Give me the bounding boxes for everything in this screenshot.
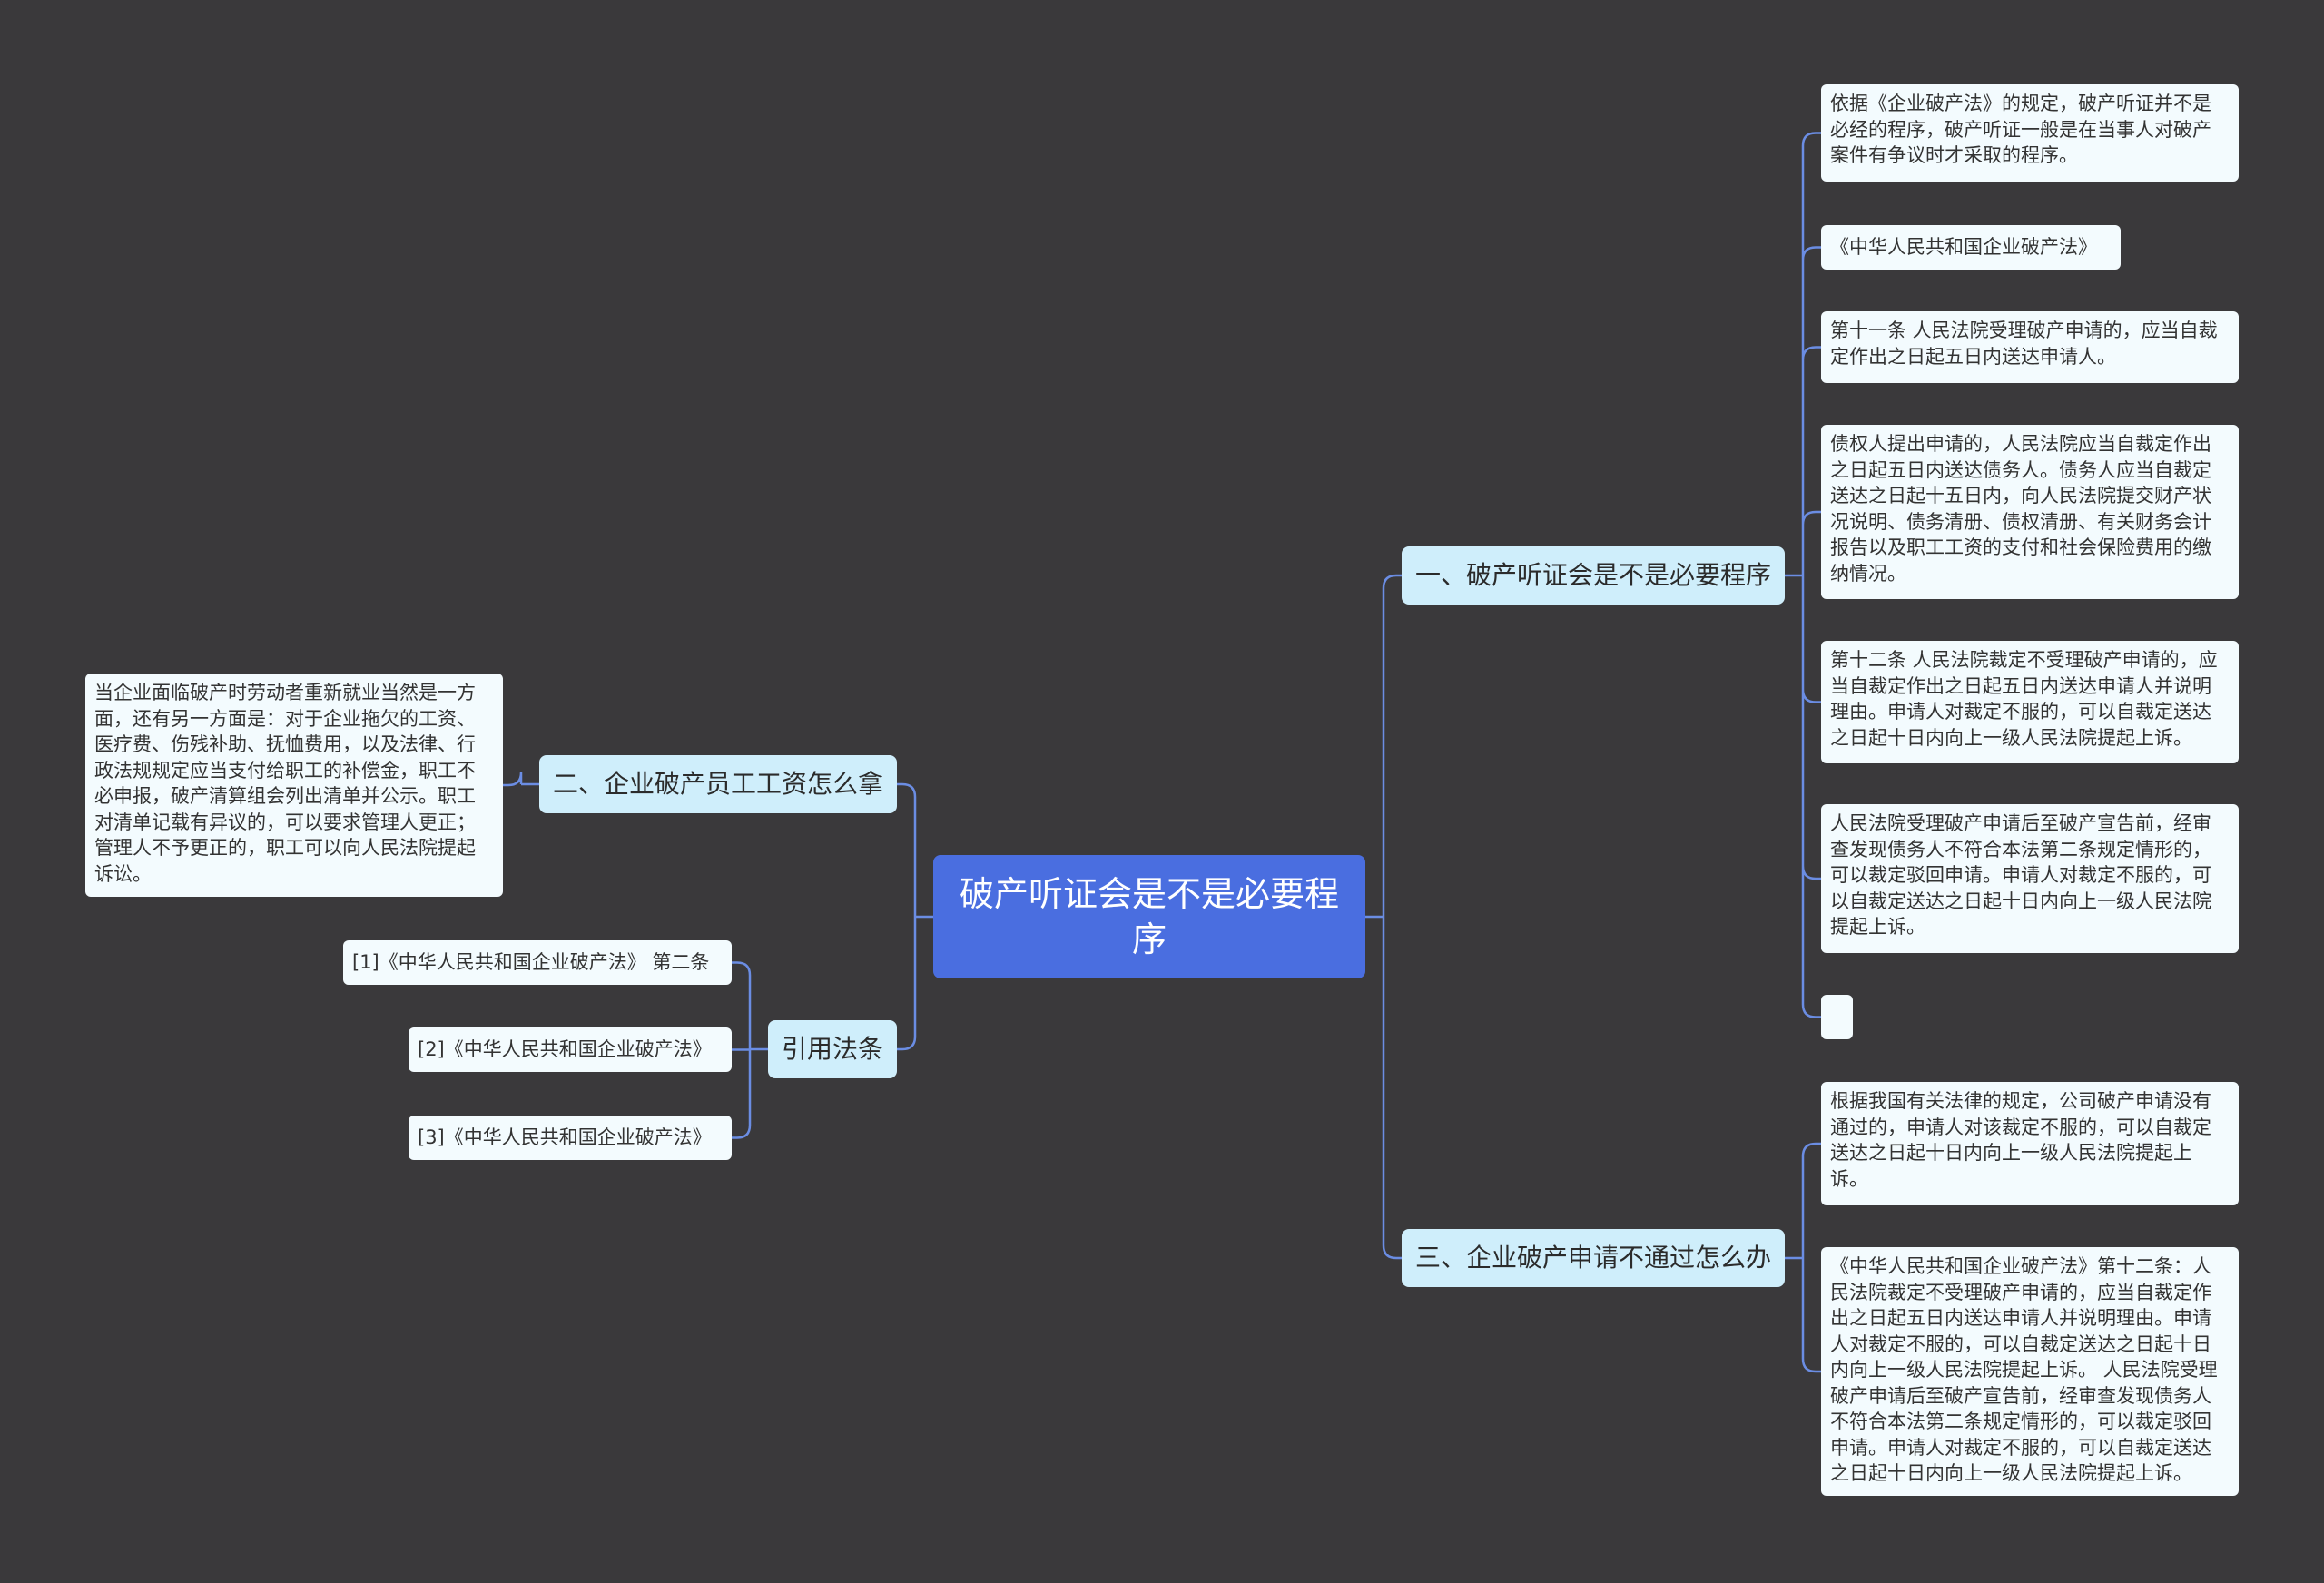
- leaf-node-3-1[interactable]: 根据我国有关法律的规定，公司破产申请没有通过的，申请人对该裁定不服的，可以自裁定…: [1821, 1082, 2239, 1205]
- leaf-node-1-6[interactable]: 人民法院受理破产申请后至破产宣告前，经审查发现债务人不符合本法第二条规定情形的，…: [1821, 804, 2239, 953]
- leaf-node-1-3[interactable]: 第十一条 人民法院受理破产申请的，应当自裁定作出之日起五日内送达申请人。: [1821, 311, 2239, 383]
- branch-node-4[interactable]: 引用法条: [768, 1020, 897, 1078]
- leaf-node-4-2[interactable]: [2]《中华人民共和国企业破产法》: [409, 1027, 732, 1072]
- leaf-node-4-1[interactable]: [1]《中华人民共和国企业破产法》 第二条: [343, 940, 732, 985]
- connector-branch-1: [1785, 132, 1821, 1018]
- branch-label: 三、企业破产申请不通过怎么办: [1414, 1243, 1771, 1273]
- branch-label: 二、企业破产员工工资怎么拿: [552, 769, 883, 799]
- leaf-node-4-3[interactable]: [3]《中华人民共和国企业破产法》: [409, 1116, 732, 1160]
- connector-root-left: [897, 782, 933, 1051]
- leaf-node-1-5[interactable]: 第十二条 人民法院裁定不受理破产申请的，应当自裁定作出之日起五日内送达申请人并说…: [1821, 641, 2239, 763]
- root-title: 破产听证会是不是必要程序: [959, 874, 1339, 959]
- leaf-node-2-1[interactable]: 当企业面临破产时劳动者重新就业当然是一方面，还有另一方面是：对于企业拖欠的工资、…: [85, 674, 503, 897]
- branch-label: 引用法条: [781, 1034, 883, 1064]
- leaf-node-1-7-empty[interactable]: [1821, 995, 1853, 1039]
- connector-branch-4: [732, 961, 768, 1139]
- leaf-node-1-1[interactable]: 依据《企业破产法》的规定，破产听证并不是必经的程序，破产听证一般是在当事人对破产…: [1821, 84, 2239, 182]
- branch-label: 一、破产听证会是不是必要程序: [1414, 560, 1771, 590]
- root-node[interactable]: 破产听证会是不是必要程序: [933, 855, 1365, 978]
- branch-node-1[interactable]: 一、破产听证会是不是必要程序: [1402, 546, 1785, 605]
- connector-branch-3: [1785, 1142, 1821, 1373]
- branch-node-2[interactable]: 二、企业破产员工工资怎么拿: [539, 755, 897, 813]
- connector-branch-2: [503, 772, 539, 787]
- leaf-node-1-4[interactable]: 债权人提出申请的，人民法院应当自裁定作出之日起五日内送达债务人。债务人应当自裁定…: [1821, 425, 2239, 599]
- branch-node-3[interactable]: 三、企业破产申请不通过怎么办: [1402, 1229, 1785, 1287]
- leaf-node-3-2[interactable]: 《中华人民共和国企业破产法》第十二条：人民法院裁定不受理破产申请的，应当自裁定作…: [1821, 1247, 2239, 1496]
- leaf-node-1-2[interactable]: 《中华人民共和国企业破产法》: [1821, 225, 2121, 270]
- connector-root-right: [1365, 574, 1402, 1260]
